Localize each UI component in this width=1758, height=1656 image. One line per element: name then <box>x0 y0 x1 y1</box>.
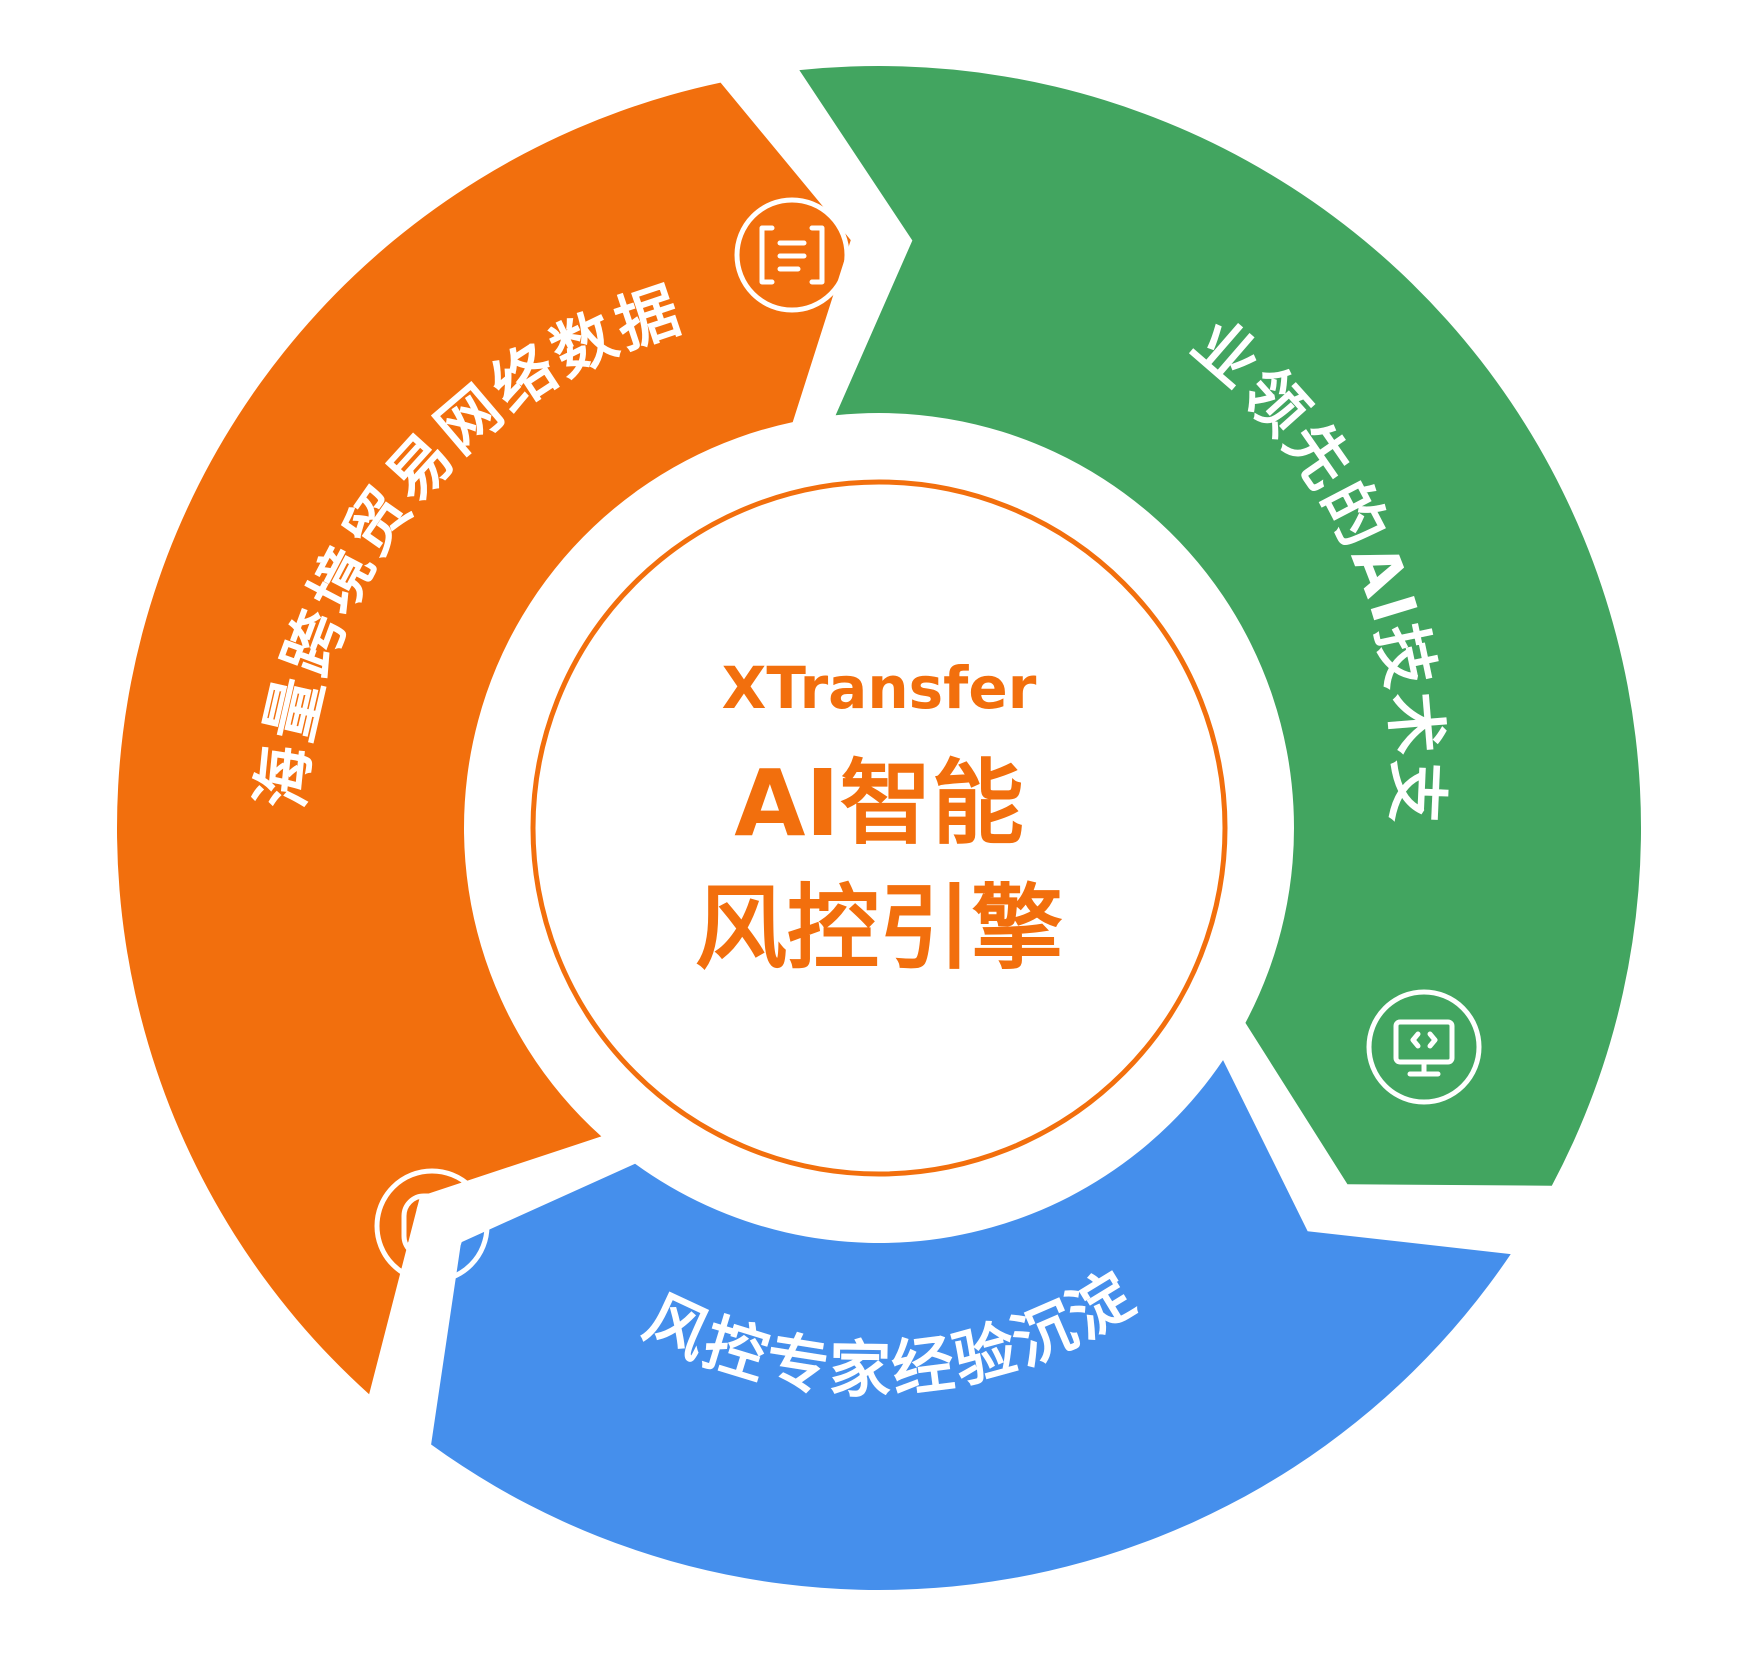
monitor-code-icon <box>1366 989 1482 1105</box>
center-title-line1: AI智能 <box>734 750 1023 857</box>
center-ring <box>530 479 1228 1177</box>
segment-blue-band <box>431 1060 1511 1590</box>
document-icon <box>734 197 850 313</box>
brand-logo: XTransfer <box>722 654 1037 722</box>
segment-green-band <box>799 65 1641 1186</box>
user-icon <box>374 1168 490 1284</box>
center-title-line2: 风控引擎 <box>695 875 1063 982</box>
center-circle-fill <box>527 476 1231 1180</box>
segment-orange-band <box>116 82 851 1395</box>
